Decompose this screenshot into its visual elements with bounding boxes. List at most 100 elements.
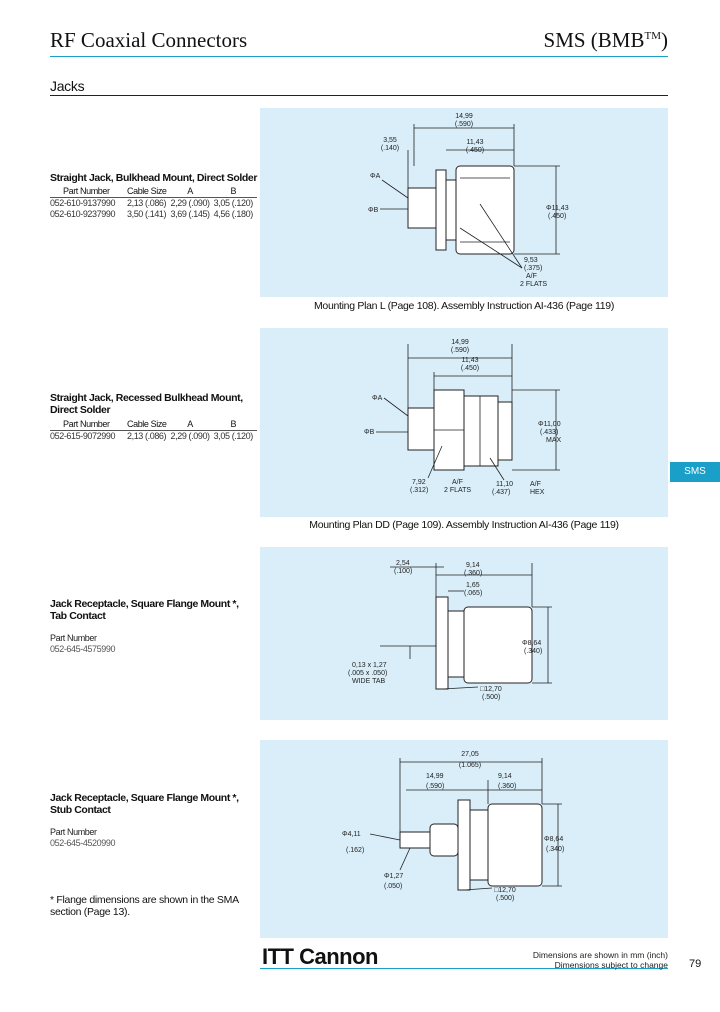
dim-label: (.005 x .050) xyxy=(348,670,387,677)
series-name: SMS (BMB xyxy=(543,28,645,52)
product3-part-number: 052-645-4575990 xyxy=(50,644,116,654)
dim-label: A/F xyxy=(526,273,537,280)
section-rule xyxy=(50,95,668,96)
brand-logo: ITT Cannon xyxy=(262,944,378,969)
dim-label: (.590) xyxy=(455,121,473,128)
product1-drawing-panel: 14,99 (.590) 11,43 (.450) 3,55 (.140) ΦA… xyxy=(260,108,668,297)
dim-label: ΦA xyxy=(372,395,383,402)
dim-label: HEX xyxy=(530,489,545,496)
page-number: 79 xyxy=(689,958,702,970)
cell-b: 3,05 (.120) xyxy=(213,431,254,441)
product1-caption: Mounting Plan L (Page 108). Assembly Ins… xyxy=(313,300,615,312)
dim-label: (.500) xyxy=(482,694,500,701)
section-heading: Jacks xyxy=(50,78,85,94)
jack-body xyxy=(487,803,543,887)
leader-line xyxy=(381,179,409,199)
leader-line xyxy=(479,203,523,269)
table-row: 052-610-9237990 3,50 (.141) 3,69 (.145) … xyxy=(50,209,257,220)
dim-label: (.340) xyxy=(524,648,542,655)
dim-label: 2,54 xyxy=(396,560,410,567)
dim-label: (.437) xyxy=(492,489,510,496)
dim-label: 2 FLATS xyxy=(520,281,547,288)
dimension-note-line: Dimensions subject to change xyxy=(554,960,668,970)
dim-label: (.500) xyxy=(496,895,514,902)
dim-label: Φ11,43 xyxy=(546,205,569,212)
dim-label: (.590) xyxy=(426,783,444,790)
dim-label: (.162) xyxy=(346,847,364,854)
cell-cable-size: 2,13 (.086) xyxy=(127,198,167,208)
series-close: ) xyxy=(661,28,668,52)
table-header-row: Part Number Cable Size A B xyxy=(50,419,257,431)
cell-a: 3,69 (.145) xyxy=(170,209,211,219)
dim-label: (.140) xyxy=(381,145,399,152)
dim-label: 0,13 x 1,27 xyxy=(352,662,387,669)
trademark-mark: TM xyxy=(644,30,662,42)
neck xyxy=(447,610,465,678)
cell-cable-size: 3,50 (.141) xyxy=(127,209,167,219)
stub-contact xyxy=(399,831,431,849)
dim-label: ΦA xyxy=(370,173,381,180)
cell-part-number: 052-610-9237990 xyxy=(50,209,116,219)
product1-spec-table: Part Number Cable Size A B 052-610-91379… xyxy=(50,186,257,220)
side-tab-sms[interactable]: SMS xyxy=(670,462,720,482)
dim-label: (.590) xyxy=(451,347,469,354)
dimension-note: Dimensions are shown in mm (inch) Dimens… xyxy=(533,950,668,970)
product4-part-number-label: Part Number xyxy=(50,827,97,837)
square-flange xyxy=(435,596,449,690)
dim-label: 9,53 xyxy=(524,257,538,264)
flange xyxy=(435,169,447,251)
rear-pin xyxy=(407,407,435,451)
leader-line xyxy=(369,833,401,841)
leader-line xyxy=(459,227,523,269)
product3-drawing-panel: 2,54 (.100) 9,14 (.360) 1,65 (.065) Φ8,6… xyxy=(260,547,668,720)
flange-footnote: * Flange dimensions are shown in the SMA… xyxy=(50,894,239,918)
product3-part-number-label: Part Number xyxy=(50,633,97,643)
product2-caption: Mounting Plan DD (Page 109). Assembly In… xyxy=(309,519,619,531)
dim-label: (.100) xyxy=(394,568,412,575)
dim-label: 11,43 xyxy=(467,139,484,146)
dim-label: □12,70 xyxy=(494,887,516,894)
hex-nut xyxy=(463,395,499,467)
col-b: B xyxy=(213,419,257,431)
dim-label: 14,99 xyxy=(426,773,444,780)
header-rule xyxy=(50,56,668,57)
dim-label: ΦB xyxy=(368,207,379,214)
cell-b: 4,56 (.180) xyxy=(213,209,254,219)
dim-label: 14,99 xyxy=(455,113,473,120)
product1-title: Straight Jack, Bulkhead Mount, Direct So… xyxy=(50,172,258,184)
leader-line xyxy=(383,397,409,417)
dim-label: (.312) xyxy=(410,487,428,494)
leader-line xyxy=(427,445,443,479)
col-cable-size: Cable Size xyxy=(127,419,171,431)
dim-label: (.450) xyxy=(461,365,479,372)
dielectric xyxy=(429,823,459,857)
series-title: SMS (BMBTM) xyxy=(544,28,668,53)
dim-label: 1,65 xyxy=(466,582,480,589)
dim-label: Φ8,64 xyxy=(522,640,541,647)
dim-label: MAX xyxy=(546,437,562,444)
table-row: 052-610-9137990 2,13 (.086) 2,29 (.090) … xyxy=(50,198,257,210)
col-part-number: Part Number xyxy=(50,419,127,431)
leader-line xyxy=(399,847,411,871)
cell-cable-size: 2,13 (.086) xyxy=(127,431,167,441)
product2-title: Straight Jack, Recessed Bulkhead Mount, … xyxy=(50,392,243,416)
footer-rule xyxy=(260,968,668,969)
dim-label: Φ4,11 xyxy=(342,831,361,838)
dim-label: (.375) xyxy=(524,265,542,272)
dim-label: 9,14 xyxy=(466,562,480,569)
dim-label: 3,55 xyxy=(383,137,397,144)
dim-label: 7,92 xyxy=(412,479,426,486)
product2-drawing: 14,99 (.590) 11,43 (.450) ΦA ΦB Φ11,00 (… xyxy=(364,339,562,496)
leader-line xyxy=(489,457,505,481)
dim-label: (.433) xyxy=(540,429,558,436)
leader-line xyxy=(441,686,479,690)
dim-label: 27,05 xyxy=(461,751,479,758)
jack-body xyxy=(455,165,515,255)
col-a: A xyxy=(170,186,214,198)
col-part-number: Part Number xyxy=(50,186,127,198)
dim-label: (.065) xyxy=(464,590,482,597)
product3-drawing: 2,54 (.100) 9,14 (.360) 1,65 (.065) Φ8,6… xyxy=(348,560,552,701)
dim-label: Φ8,64 xyxy=(544,836,563,843)
dim-label: A/F xyxy=(452,479,463,486)
dim-label: WIDE TAB xyxy=(352,678,386,685)
